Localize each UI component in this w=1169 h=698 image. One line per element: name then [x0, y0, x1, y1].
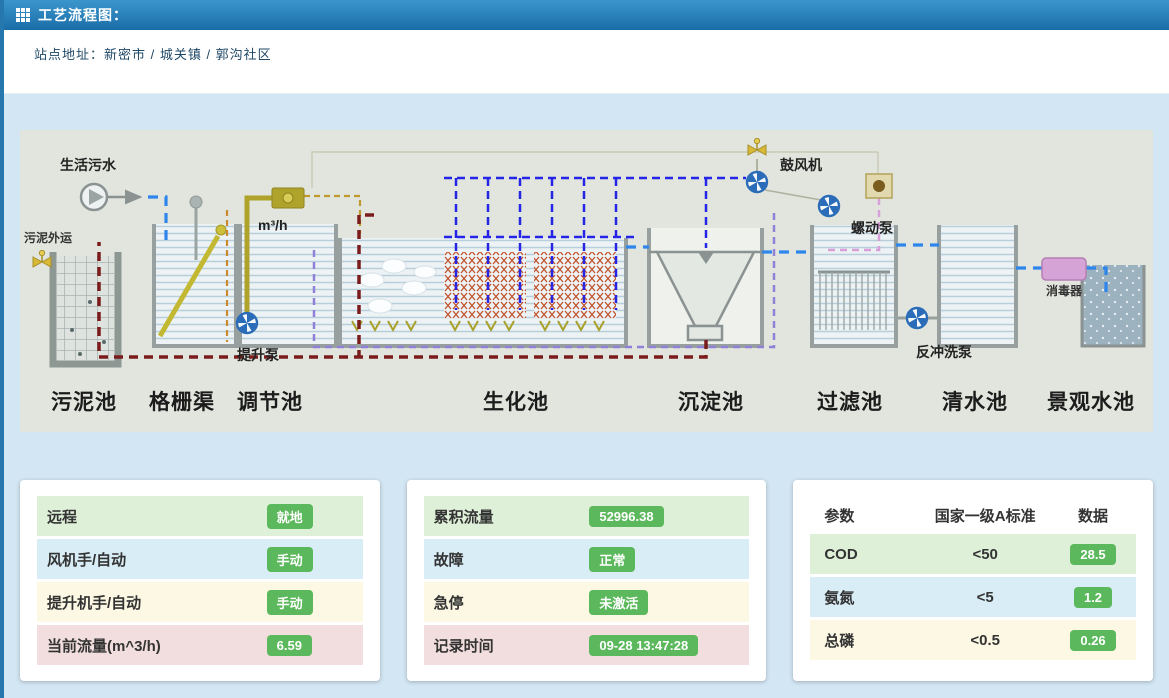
quality-header-row: 参数 国家一级A标准 数据: [810, 496, 1136, 534]
aeration-foam: [359, 258, 437, 314]
row-label: 急停: [433, 594, 464, 612]
flow-meter: [271, 187, 305, 209]
param-standard: <50: [972, 545, 998, 563]
quality-row: 总磷 <0.5 0.26: [810, 620, 1137, 660]
status-row: 累积流量 52996.38: [423, 496, 750, 536]
status-badge: 就地: [266, 503, 313, 529]
disinfector-unit: [1041, 257, 1087, 281]
panel-control-status: 远程 就地 风机手/自动 手动 提升机手/自动 手动 当前流量(m^3/h) 6…: [20, 480, 380, 681]
sludge-out-valve-icon: [32, 250, 52, 268]
tank-label-sedimentation: 沉淀池: [678, 390, 744, 414]
param-name: COD: [824, 545, 858, 563]
quality-row: COD <50 28.5: [810, 534, 1137, 574]
panel-flow-metrics: 累积流量 52996.38 故障 正常 急停 未激活 记录时间 09-28 13…: [406, 480, 767, 681]
row-label: 记录时间: [433, 637, 494, 655]
backwash-pump-icon: [905, 306, 929, 330]
backwash-pump-label: 反冲洗泵: [916, 344, 972, 360]
status-row: 故障 正常: [423, 539, 750, 579]
param-value-badge: 0.26: [1070, 629, 1116, 651]
param-standard: <5: [976, 588, 994, 606]
tank-label-filter: 过滤池: [817, 390, 883, 414]
header-bar: 工艺流程图：: [4, 0, 1169, 30]
param-value-badge: 1.2: [1073, 586, 1113, 608]
sludge-out-label: 污泥外运: [24, 230, 72, 245]
tank-landscape-pool: [1080, 265, 1146, 348]
tank-regulating: [238, 224, 338, 348]
blower-fan-icon-2: [817, 194, 841, 218]
param-standard: <0.5: [970, 631, 1000, 649]
quality-row: 氨氮 <5 1.2: [810, 577, 1137, 617]
lift-pump-label: 提升泵: [237, 347, 279, 363]
tank-label-clean-water: 清水池: [942, 390, 1008, 414]
process-flow-diagram: 生活污水 污泥外运 m³/h 提升泵 鼓风机 螺动泵 反冲洗泵 消毒器 污泥池 …: [20, 130, 1153, 432]
breadcrumb-band: 站点地址：新密市 / 城关镇 / 郭沟社区: [4, 30, 1169, 94]
flow-diagram-svg: 生活污水 污泥外运 m³/h 提升泵 鼓风机 螺动泵 反冲洗泵 消毒器 污泥池 …: [24, 138, 1146, 414]
inflow-pump-icon: [79, 182, 109, 212]
row-label: 累积流量: [433, 508, 494, 526]
status-row: 当前流量(m^3/h) 6.59: [37, 625, 363, 665]
row-label: 当前流量(m^3/h): [47, 637, 161, 655]
tank-sludge: [49, 252, 122, 368]
tank-label-screen: 格栅渠: [149, 390, 215, 414]
tank-filter: [810, 225, 898, 348]
status-row: 急停 未激活: [423, 582, 750, 622]
panel-water-quality: 参数 国家一级A标准 数据 COD <50 28.5 氨氮 <5 1.2 总磷 …: [793, 480, 1154, 681]
grid-icon[interactable]: [16, 8, 30, 22]
status-badge: 6.59: [266, 634, 312, 656]
devices: [32, 138, 1087, 335]
tank-labels: 污泥池 格栅渠 调节池 生化池 沉淀池 过滤池 清水池 景观水池: [51, 390, 1135, 414]
row-label: 故障: [433, 551, 464, 569]
breadcrumb: 站点地址：新密市 / 城关镇 / 郭沟社区: [34, 47, 272, 62]
col-header-standard: 国家一级A标准: [934, 507, 1036, 525]
diffuser-grid-2: [534, 252, 616, 318]
device-labels: 生活污水 污泥外运 m³/h 提升泵 鼓风机 螺动泵 反冲洗泵 消毒器: [24, 157, 1083, 363]
status-cards: 远程 就地 风机手/自动 手动 提升机手/自动 手动 当前流量(m^3/h) 6…: [20, 480, 1154, 681]
tank-clean-water: [937, 225, 1018, 348]
blower-label: 鼓风机: [780, 157, 822, 173]
row-label: 风机手/自动: [47, 551, 127, 569]
param-name: 总磷: [824, 632, 855, 650]
blower-fan-icon-1: [745, 170, 769, 194]
col-header-data: 数据: [1078, 507, 1109, 525]
tank-biochemical: [338, 238, 628, 348]
pipes: [97, 151, 1108, 359]
lift-pump-icon: [235, 311, 259, 335]
flow-meter-label: m³/h: [258, 217, 288, 233]
status-row: 风机手/自动 手动: [37, 539, 363, 579]
status-badge: 未激活: [589, 589, 649, 615]
param-name: 氨氮: [824, 589, 855, 607]
screw-pump-label: 螺动泵: [851, 220, 893, 236]
status-row: 记录时间 09-28 13:47:28: [423, 625, 750, 665]
tank-screen-channel: [152, 195, 238, 348]
disinfector-label: 消毒器: [1046, 283, 1083, 298]
status-badge: 手动: [266, 546, 313, 572]
tank-label-sludge: 污泥池: [51, 391, 117, 414]
status-badge: 52996.38: [589, 505, 664, 527]
status-row: 远程 就地: [37, 496, 363, 536]
tank-label-regulating: 调节池: [237, 390, 303, 414]
param-value-badge: 28.5: [1070, 543, 1116, 565]
tank-label-landscape: 景观水池: [1047, 391, 1135, 414]
diffuser-nozzles: [351, 320, 605, 333]
status-badge: 手动: [266, 589, 313, 615]
tank-label-biochemical: 生化池: [483, 390, 549, 414]
status-badge: 正常: [589, 546, 636, 572]
col-header-param: 参数: [824, 507, 855, 525]
diffuser-grid-1: [444, 252, 526, 318]
status-badge: 09-28 13:47:28: [589, 634, 699, 656]
row-label: 远程: [47, 508, 78, 526]
inflow-label: 生活污水: [60, 157, 117, 173]
filter-media: [819, 272, 887, 330]
row-label: 提升机手/自动: [47, 594, 142, 612]
screw-pump-icon: [865, 173, 893, 199]
status-row: 提升机手/自动 手动: [37, 582, 363, 622]
page-title: 工艺流程图：: [38, 7, 128, 23]
